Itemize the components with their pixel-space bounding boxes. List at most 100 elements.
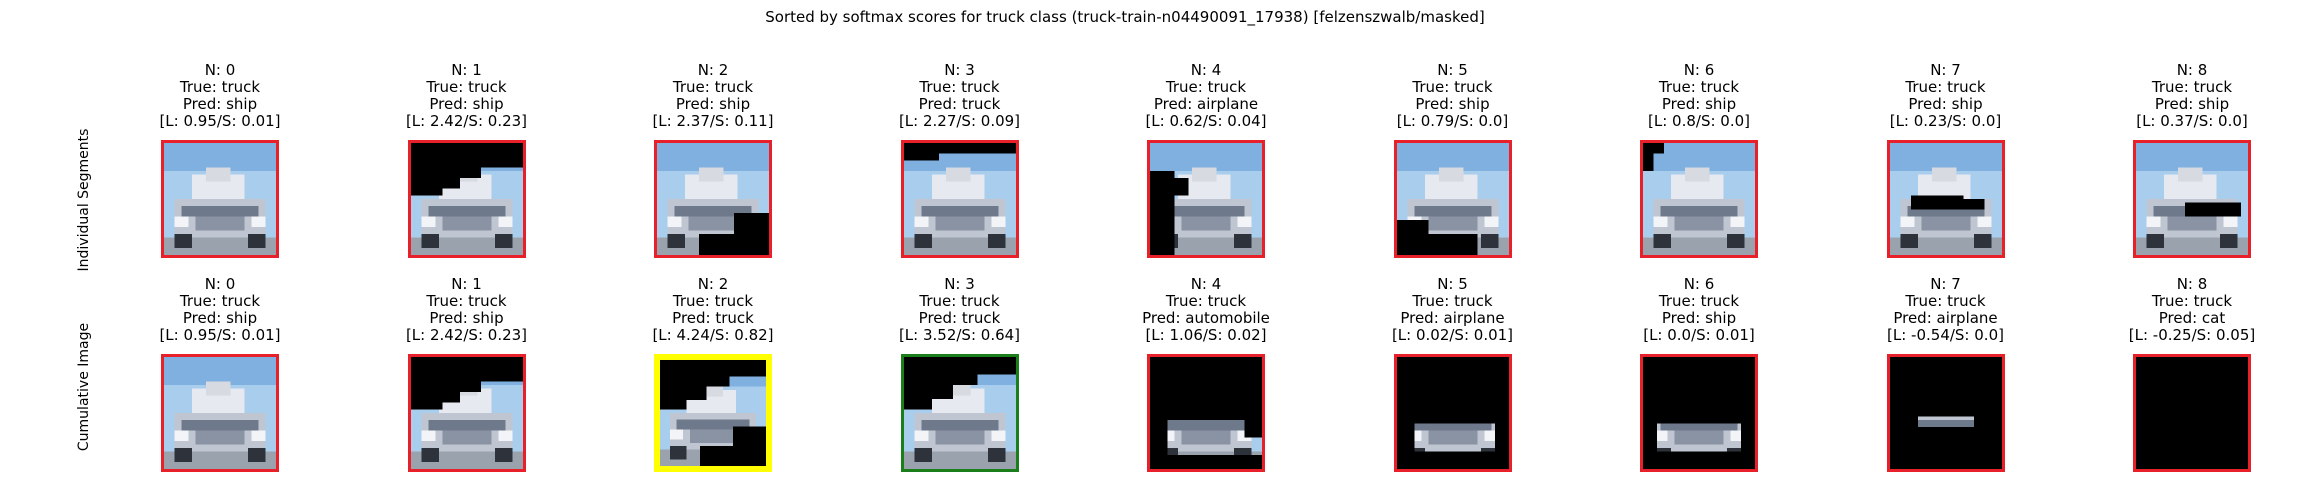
mask-region <box>1889 427 2002 469</box>
figure-title: Sorted by softmax scores for truck class… <box>765 8 1485 26</box>
truck-headlight-right <box>991 430 1005 441</box>
panel-index: N: 3 <box>944 61 975 79</box>
truck-wheel-right <box>1727 234 1745 248</box>
truck-windshield <box>1907 420 1984 431</box>
pred-label: Pred: truck <box>672 309 754 327</box>
score-label: [L: -0.25/S: 0.05] <box>2128 326 2256 344</box>
true-label: True: truck <box>1165 292 1247 310</box>
score-label: [L: 2.42/S: 0.23] <box>405 112 528 130</box>
true-label: True: truck <box>1905 292 1986 310</box>
mask-region <box>410 381 481 392</box>
upper-sky <box>657 143 769 171</box>
masked-image-pixels <box>1889 357 2002 469</box>
panel-index: N: 1 <box>451 61 482 79</box>
truck-wheel-right <box>1234 234 1252 248</box>
mask-region <box>1910 195 1963 210</box>
panel-index: N: 2 <box>697 275 729 293</box>
true-label: True: truck <box>672 292 754 310</box>
masked-image-pixels <box>1889 143 2002 255</box>
masked-image-pixels <box>1396 357 1509 469</box>
masked-image-pixels <box>164 357 276 469</box>
truck-headlight-right <box>498 216 512 227</box>
mask-region <box>410 402 442 410</box>
masked-image <box>161 140 279 258</box>
masked-image-pixels <box>164 143 276 255</box>
truck-windshield <box>921 206 998 217</box>
truck-wheel-left <box>914 234 932 248</box>
masked-image-pixels <box>1396 143 1509 255</box>
upper-sky <box>1889 143 2002 171</box>
pred-label: Pred: airplane <box>1153 95 1259 113</box>
mask-region <box>410 357 523 382</box>
panel-index: N: 2 <box>697 61 729 79</box>
truck-grille <box>1674 430 1724 445</box>
pred-label: Pred: ship <box>429 95 504 113</box>
truck-windshield <box>1414 420 1491 431</box>
pred-label: Pred: automobile <box>1142 309 1270 327</box>
mask-region <box>1150 171 1175 255</box>
truck-windshield <box>1414 206 1491 217</box>
score-label: [L: 0.23/S: 0.0] <box>1889 112 2002 130</box>
masked-image-pixels <box>1643 357 1755 469</box>
true-label: True: truck <box>919 78 1000 96</box>
truck-wheel-left <box>421 448 439 462</box>
mask-region <box>1396 220 1428 255</box>
mask-region <box>660 360 766 370</box>
mask-region <box>903 385 953 399</box>
truck-wheel-left <box>174 448 192 462</box>
score-label: [L: 1.06/S: 0.02] <box>1145 326 1267 344</box>
truck-headlight-left <box>914 216 928 227</box>
masked-image <box>900 140 1019 258</box>
truck-headlight-right <box>991 216 1005 227</box>
truck-windshield <box>1660 420 1738 431</box>
mask-region <box>1396 357 1509 424</box>
true-label: True: truck <box>1658 78 1740 96</box>
panel-index: N: 6 <box>1683 275 1715 293</box>
mask-region <box>1643 451 1755 469</box>
mask-region <box>410 188 442 196</box>
true-label: True: truck <box>919 292 1000 310</box>
pred-label: Pred: airplane <box>1893 309 1998 327</box>
mask-region <box>1396 451 1509 469</box>
truck-wheel-left <box>2146 234 2164 248</box>
pred-label: Pred: ship <box>1908 95 1983 113</box>
true-label: True: truck <box>179 78 261 96</box>
truck-wheel-left <box>669 446 687 460</box>
true-label: True: truck <box>179 292 261 310</box>
mask-region <box>903 399 932 410</box>
truck-headlight-right <box>1484 216 1498 227</box>
truck-headlight-right <box>1484 430 1498 441</box>
truck-windshield <box>1167 206 1245 217</box>
truck-roof <box>2178 167 2203 182</box>
score-label: [L: 0.37/S: 0.0] <box>2136 112 2248 130</box>
truck-headlight-left <box>174 430 189 441</box>
panel-index: N: 5 <box>1437 275 1468 293</box>
mask-region <box>660 369 766 377</box>
score-label: [L: 0.95/S: 0.01] <box>159 112 281 130</box>
truck-headlight-right <box>2223 216 2238 227</box>
true-label: True: truck <box>1905 78 1986 96</box>
masked-image-pixels <box>1643 143 1755 255</box>
truck-wheel-right <box>494 448 512 462</box>
mask-region <box>1428 234 1477 255</box>
true-label: True: truck <box>1658 292 1740 310</box>
mask-region <box>903 143 1016 154</box>
panel-index: N: 1 <box>451 275 482 293</box>
mask-region <box>699 446 733 466</box>
masked-image <box>1147 140 1265 258</box>
score-label: [L: 0.02/S: 0.01] <box>1391 326 1514 344</box>
masked-image-pixels <box>1150 143 1262 255</box>
masked-image-pixels <box>903 357 1016 469</box>
panel-index: N: 5 <box>1437 61 1468 79</box>
truck-roof <box>1685 167 1710 182</box>
truck-wheel-right <box>2220 234 2238 248</box>
mask-region <box>660 376 730 387</box>
mask-region <box>1150 357 1262 420</box>
